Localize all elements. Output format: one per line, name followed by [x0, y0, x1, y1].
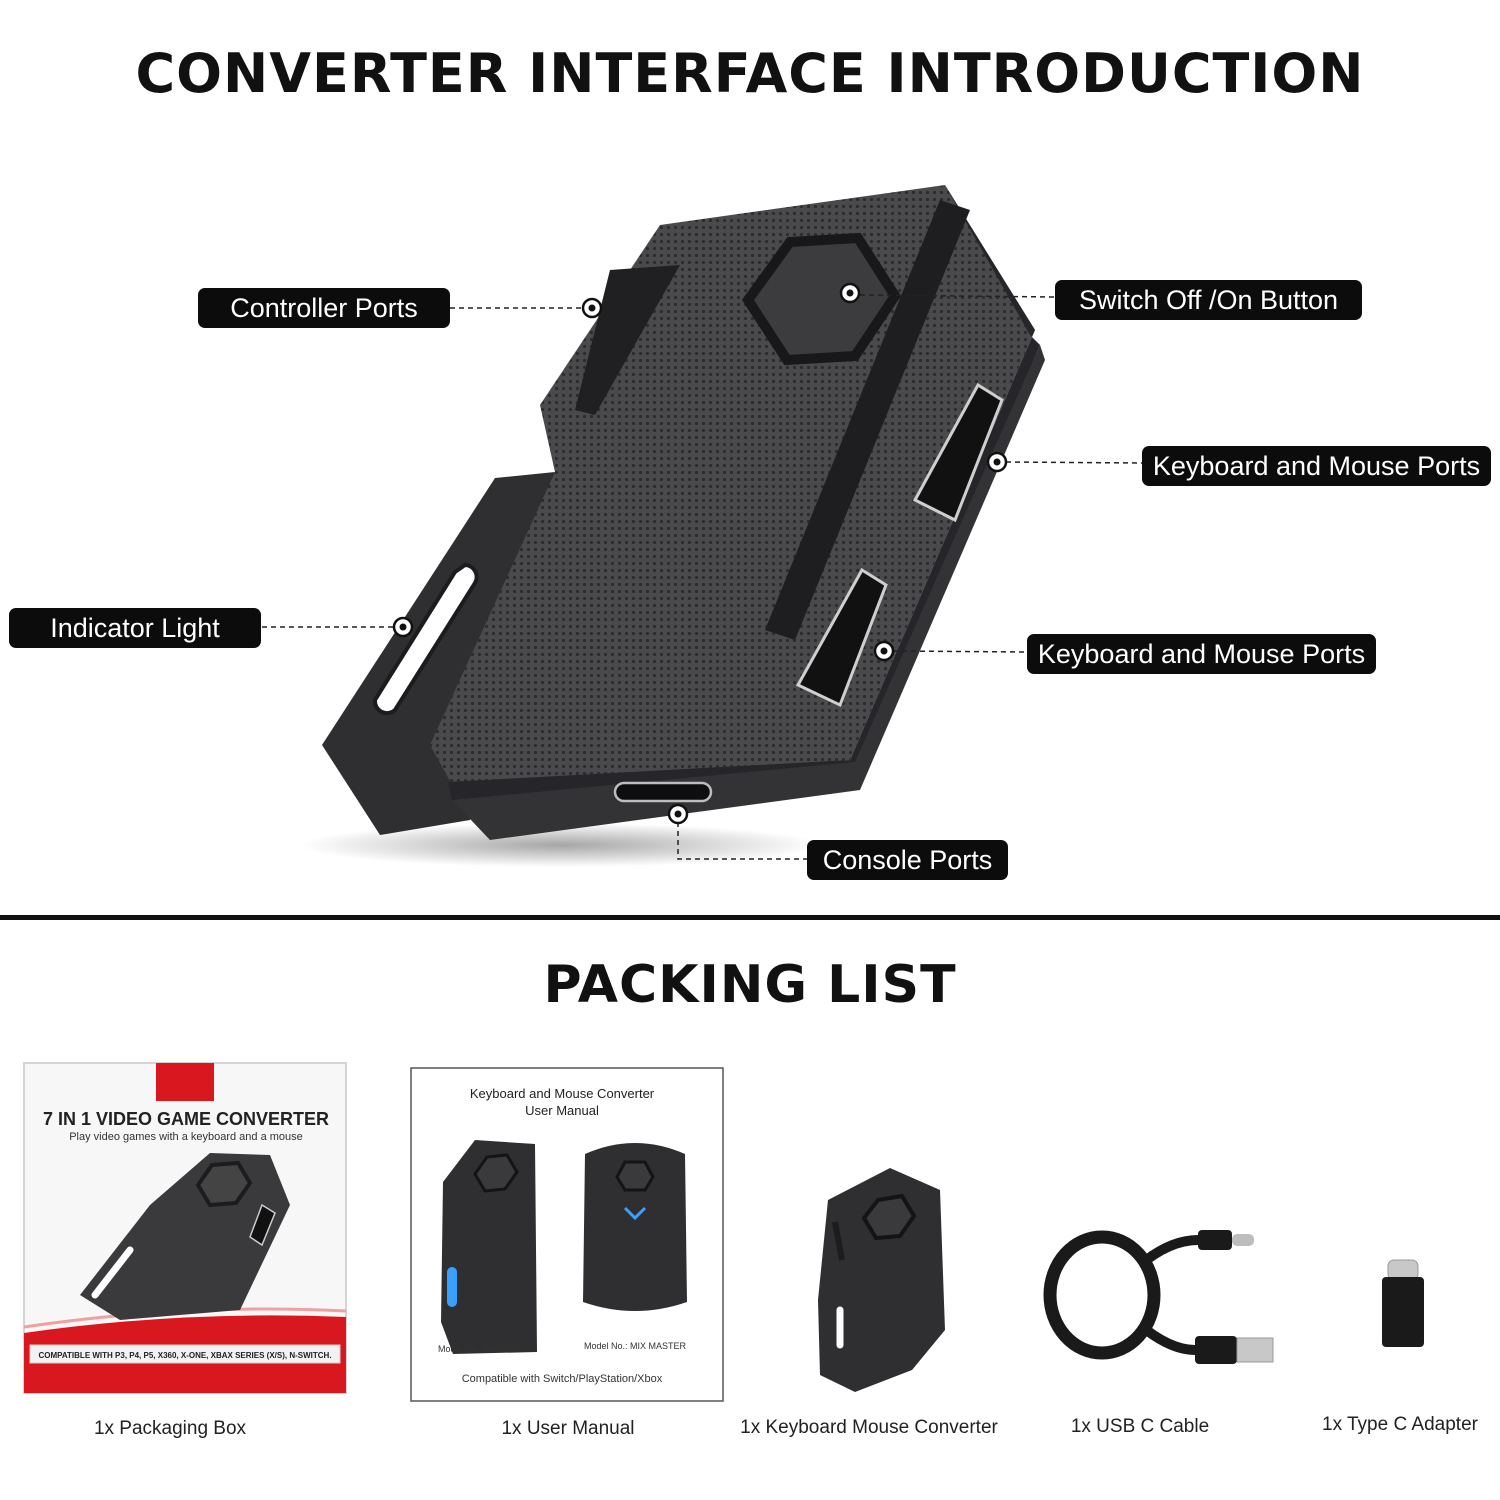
converter-small-illustration [818, 1168, 945, 1392]
device-seam [765, 200, 970, 640]
user-manual-illustration [410, 1067, 724, 1402]
box-compat-text: COMPATIBLE WITH P3, P4, P5, X360, X-ONE,… [38, 1351, 332, 1360]
manual-title-line1: Keyboard and Mouse Converter [469, 1086, 655, 1101]
manual-model-right: Model No.: MIX MASTER [584, 1341, 687, 1351]
device-shadow [300, 823, 820, 867]
device-top-face [430, 185, 1035, 790]
callout-switch-button: Switch Off /On Button [1055, 280, 1362, 320]
device-left-wing [322, 472, 555, 835]
packaging-box-illustration [23, 1062, 347, 1394]
packing-list-title: PACKING LIST [543, 955, 957, 1015]
caption-user-manual: 1x User Manual [501, 1418, 635, 1439]
usb-port-1 [912, 382, 1004, 523]
type-c-adapter-illustration [1382, 1259, 1424, 1347]
interface-title: CONVERTER INTERFACE INTRODUCTION [135, 42, 1365, 105]
callout-indicator-light: Indicator Light [9, 608, 261, 648]
callout-console-ports: Console Ports [807, 840, 1008, 880]
box-title: 7 IN 1 VIDEO GAME CONVERTER [42, 1109, 330, 1129]
device-right-edge [448, 185, 1040, 800]
caption-usb-c-cable: 1x USB C Cable [1070, 1416, 1210, 1437]
caption-packaging-box: 1x Packaging Box [93, 1418, 247, 1439]
usb-c-port [613, 781, 713, 803]
section-divider [0, 915, 1500, 920]
caption-type-c-adapter: 1x Type C Adapter [1322, 1414, 1478, 1435]
caption-converter: 1x Keyboard Mouse Converter [740, 1417, 998, 1438]
indicator-slot [372, 562, 479, 716]
controller-port-vent [575, 265, 680, 415]
callout-kbm-ports-1: Keyboard and Mouse Ports [1142, 446, 1491, 486]
converter-illustration [262, 185, 1143, 867]
callout-controller-ports: Controller Ports [198, 288, 450, 328]
callout-kbm-ports-2: Keyboard and Mouse Ports [1027, 634, 1376, 674]
manual-model-left: Model No.: BLADER [438, 1344, 521, 1354]
manual-title-line2: User Manual [525, 1103, 599, 1118]
usb-c-cable-illustration [1043, 1230, 1274, 1364]
power-button-hexagon [741, 232, 901, 366]
usb-port-2 [795, 567, 888, 708]
box-subtitle: Play video games with a keyboard and a m… [69, 1131, 303, 1143]
manual-compat: Compatible with Switch/PlayStation/Xbox [461, 1373, 663, 1385]
